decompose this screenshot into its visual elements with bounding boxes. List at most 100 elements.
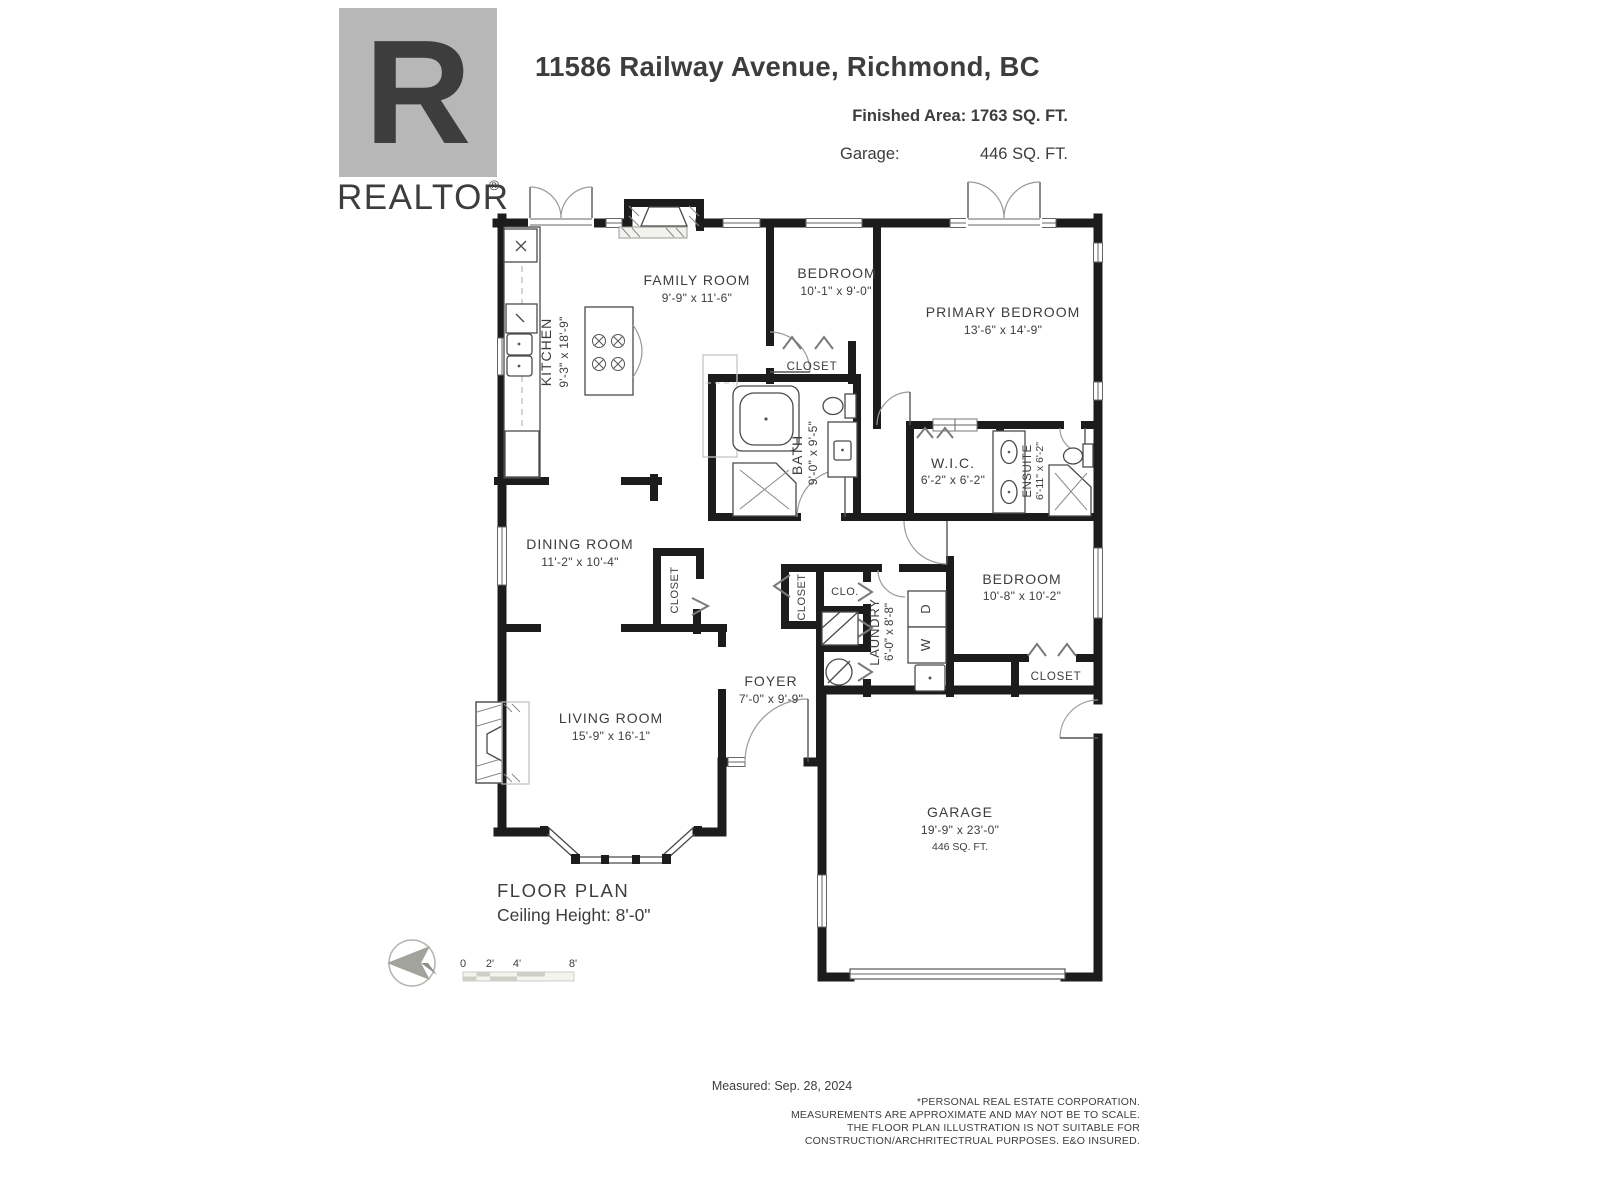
ensuite-fixtures bbox=[992, 430, 1094, 517]
french-door-family bbox=[528, 186, 594, 228]
room-labels: KITCHEN 9'-3" x 18'-9" FAMILY ROOM 9'-9"… bbox=[526, 265, 1082, 853]
bath-vanity bbox=[827, 421, 858, 478]
primary-bedroom-dims: 13'-6" x 14'-9" bbox=[964, 323, 1042, 337]
windows bbox=[497, 218, 1103, 928]
closet-bath-chevron-left bbox=[782, 335, 802, 350]
closet-bedroom-label: CLOSET bbox=[1031, 671, 1082, 683]
cooktop-burners-icon bbox=[592, 334, 625, 371]
scale-tick-8: 8' bbox=[569, 958, 577, 970]
laundry-label: LAUNDRY bbox=[867, 598, 882, 666]
fireplace-firebox bbox=[640, 206, 688, 227]
bedroom-top-label: BEDROOM bbox=[797, 265, 876, 281]
clo-chevron bbox=[857, 582, 874, 602]
family-fireplace-bump-wall bbox=[624, 199, 704, 231]
fireplace-hearth bbox=[618, 226, 688, 239]
foyer-dims: 7'-0" x 9'-9" bbox=[739, 692, 803, 706]
water-heater-chevron bbox=[857, 662, 874, 682]
page-title: 11586 Railway Avenue, Richmond, BC bbox=[535, 51, 1040, 82]
clo-label: CLO. bbox=[831, 586, 859, 598]
closet-bath-label: CLOSET bbox=[787, 361, 838, 373]
kitchen-label: KITCHEN bbox=[538, 318, 554, 386]
closet-bedroom-chevron-right bbox=[1057, 642, 1077, 657]
registered-trademark-icon: ® bbox=[489, 177, 500, 193]
primary-bedroom-door bbox=[876, 391, 911, 426]
bath-label: BATH bbox=[789, 435, 805, 475]
furnace-chevron bbox=[857, 618, 874, 638]
ensuite-dims: 6'-11" x 6'-2" bbox=[1034, 442, 1046, 500]
living-room-dims: 15'-9" x 16'-1" bbox=[572, 729, 650, 743]
ensuite-label: ENSUITE bbox=[1022, 444, 1034, 497]
garage-label: GARAGE bbox=[927, 804, 993, 820]
kitchen-island bbox=[584, 306, 643, 396]
realtor-logo-letter: R bbox=[365, 10, 472, 175]
bedroom-right-door bbox=[903, 520, 948, 565]
living-room-label: LIVING ROOM bbox=[559, 710, 663, 726]
bath-fixtures bbox=[732, 385, 858, 517]
bedroom-top-dims: 10'-1" x 9'-0" bbox=[800, 284, 871, 298]
dining-room-dims: 11'-2" x 10'-4" bbox=[541, 555, 618, 569]
disclaimer-line-1: *PERSONAL REAL ESTATE CORPORATION. bbox=[917, 1096, 1140, 1108]
measured-date: Measured: Sep. 28, 2024 bbox=[712, 1079, 852, 1093]
plan-title: FLOOR PLAN bbox=[497, 880, 629, 901]
family-room-fireplace bbox=[618, 205, 700, 239]
closet-dining-chevron bbox=[691, 597, 711, 616]
washer-box bbox=[907, 626, 947, 664]
laundry-door bbox=[877, 569, 906, 598]
oven bbox=[504, 430, 540, 478]
wic-label: W.I.C. bbox=[931, 455, 975, 471]
wic-chevron-2 bbox=[936, 426, 954, 439]
kitchen-fixtures bbox=[503, 226, 643, 479]
scale-tick-4: 4' bbox=[513, 958, 521, 970]
closet-foyer-label: CLOSET bbox=[796, 573, 808, 620]
french-door-primary bbox=[966, 181, 1042, 228]
bedroom-right-label: BEDROOM bbox=[982, 571, 1061, 587]
disclaimer-line-3: THE FLOOR PLAN ILLUSTRATION IS NOT SUITA… bbox=[847, 1122, 1140, 1134]
closet-bedroom-chevron-left bbox=[1027, 642, 1047, 657]
wic-bypass-door bbox=[932, 418, 978, 432]
family-room-label: FAMILY ROOM bbox=[644, 272, 751, 288]
laundry-dims: 6'-0" x 8'-8" bbox=[884, 603, 896, 661]
scale-tick-2: 2' bbox=[486, 958, 494, 970]
laundry-fixtures bbox=[821, 590, 947, 692]
realtor-wordmark: REALTOR bbox=[337, 178, 510, 217]
wic-chevron-1 bbox=[916, 426, 934, 439]
realtor-logo: R REALTOR ® bbox=[337, 8, 510, 217]
washer-label: W bbox=[918, 638, 933, 651]
closet-foyer-chevron bbox=[772, 574, 791, 598]
disclaimer: *PERSONAL REAL ESTATE CORPORATION. MEASU… bbox=[791, 1096, 1140, 1147]
garage-dims: 19'-9" x 23'-0" bbox=[921, 823, 999, 837]
walls bbox=[492, 199, 1103, 982]
closet-door-chevrons bbox=[691, 335, 1077, 682]
living-room-fireplace bbox=[475, 701, 530, 785]
dishwasher bbox=[505, 303, 538, 334]
garage-sqft: 446 SQ. FT. bbox=[932, 841, 988, 853]
compass-icon bbox=[387, 939, 437, 987]
bay-window bbox=[540, 826, 702, 864]
family-room-dims: 9'-9" x 11'-6" bbox=[662, 291, 732, 305]
finished-area-label: Finished Area: 1763 SQ. FT. bbox=[852, 107, 1068, 125]
toilet-bowl bbox=[822, 396, 844, 416]
front-door bbox=[744, 698, 809, 763]
disclaimer-line-2: MEASUREMENTS ARE APPROXIMATE AND MAY NOT… bbox=[791, 1109, 1140, 1121]
fridge-x-icon bbox=[515, 240, 527, 252]
closet-dining-label: CLOSET bbox=[669, 566, 681, 613]
ensuite-toilet-bowl bbox=[1062, 447, 1084, 465]
scale-tick-0: 0 bbox=[460, 958, 466, 970]
dining-room-label: DINING ROOM bbox=[526, 536, 633, 552]
wic-dims: 6'-2" x 6'-2" bbox=[921, 473, 985, 487]
disclaimer-line-4: CONSTRUCTION/ARCHRITECTRUAL PURPOSES. E&… bbox=[805, 1135, 1140, 1147]
bath-dims: 9'-0" x 9'-5" bbox=[806, 421, 820, 485]
fireplace-surround bbox=[501, 701, 530, 785]
closet-bath-chevron-right bbox=[814, 335, 834, 350]
foyer-label: FOYER bbox=[744, 673, 797, 689]
garage-area-value: 446 SQ. FT. bbox=[980, 145, 1068, 163]
primary-bedroom-label: PRIMARY BEDROOM bbox=[926, 304, 1081, 320]
ensuite-toilet-tank bbox=[1082, 443, 1094, 468]
realtor-logo-block bbox=[339, 8, 497, 177]
garage-door bbox=[849, 968, 1066, 980]
dryer-label: D bbox=[918, 604, 933, 613]
garage-side-door bbox=[1059, 699, 1099, 739]
garage-area-label: Garage: bbox=[840, 145, 900, 163]
scale-bar: 0 2' 4' 8' bbox=[460, 958, 577, 982]
